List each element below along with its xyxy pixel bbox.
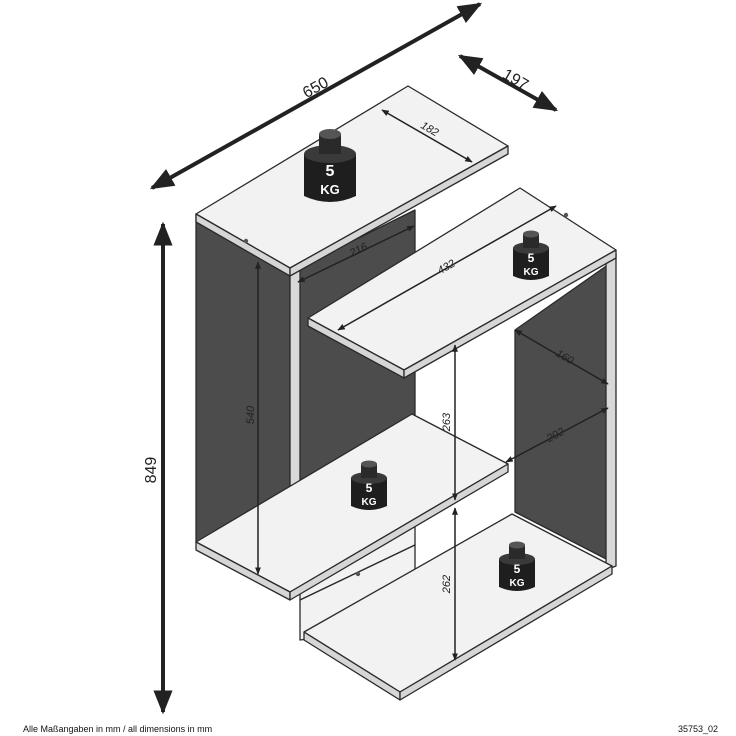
dim-right-box-depth-arrow xyxy=(514,329,609,385)
weight-unit: KG xyxy=(320,182,340,197)
weight-unit: KG xyxy=(510,578,525,589)
weight-unit: KG xyxy=(362,497,377,508)
dim-middle-shelf-width-arrow xyxy=(505,407,609,463)
weight-middle: 5 KG xyxy=(351,460,387,510)
dim-middle-gap-height: 263 xyxy=(441,412,453,432)
dim-top-shelf-depth-arrow xyxy=(381,109,473,163)
weight-value: 5 xyxy=(514,562,521,576)
article-number: 35753_02 xyxy=(677,724,718,734)
shelf-unit xyxy=(195,85,617,701)
right-panel-side xyxy=(605,253,617,571)
dim-overall-height: 849 xyxy=(143,457,160,484)
weight-unit: KG xyxy=(524,267,539,278)
weight-value: 5 xyxy=(326,163,335,180)
screw-hole xyxy=(355,571,361,577)
weight-value: 5 xyxy=(528,251,535,265)
dim-depth: 197 xyxy=(499,66,531,94)
dim-lower-gap-height: 262 xyxy=(441,575,453,594)
dim-upper-right-width-arrow xyxy=(337,205,557,331)
footer-note: Alle Maßangaben in mm / all dimensions i… xyxy=(23,724,213,734)
dim-left-panel-height: 540 xyxy=(245,405,257,424)
weight-bottom: 5 KG xyxy=(499,541,535,591)
screw-hole xyxy=(243,238,249,244)
screw-hole xyxy=(563,212,569,218)
weight-value: 5 xyxy=(366,481,373,495)
dim-depth-arrow xyxy=(457,54,559,112)
bottom-shelf-edge-r xyxy=(399,565,613,701)
dim-overall-width-arrow xyxy=(149,2,483,190)
dimension-lines xyxy=(149,2,609,715)
